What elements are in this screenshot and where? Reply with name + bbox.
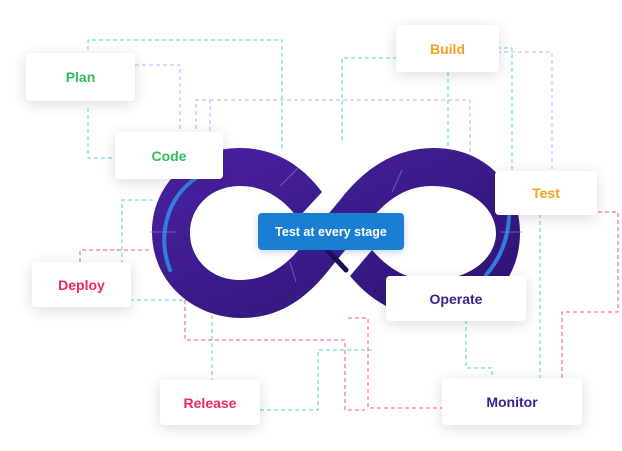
connector-code-bridge [195, 99, 211, 150]
connector-build-test [497, 51, 553, 172]
connector-release-right [260, 349, 375, 411]
stage-label-monitor: Monitor [486, 393, 538, 410]
connector-deploy-top [79, 249, 152, 262]
connector-plan-right [135, 64, 181, 145]
stage-label-code: Code [151, 147, 187, 164]
connector-operate-monitor [465, 320, 493, 378]
center-test-chip[interactable]: Test at every stage [258, 213, 404, 250]
stage-label-build: Build [430, 40, 465, 57]
stage-card-deploy[interactable]: Deploy [32, 262, 131, 307]
stage-card-test[interactable]: Test [495, 171, 597, 215]
stage-label-plan: Plan [65, 69, 96, 85]
connector-release-operate [348, 317, 442, 409]
loop-divider-3 [289, 261, 297, 283]
stage-label-release: Release [183, 394, 237, 411]
stage-card-monitor[interactable]: Monitor [442, 378, 582, 425]
stage-card-code[interactable]: Code [115, 132, 223, 179]
center-test-label: Test at every stage [275, 224, 387, 239]
stage-label-operate: Operate [429, 290, 483, 307]
loop-highlight-left [162, 176, 198, 272]
loop-divider-2 [391, 169, 403, 193]
connector-plan-code [87, 108, 115, 159]
connector-deploy-release [184, 300, 365, 411]
stage-card-release[interactable]: Release [160, 380, 260, 425]
stage-card-plan[interactable]: Plan [26, 53, 135, 101]
stage-label-test: Test [532, 185, 560, 201]
connector-test-right [561, 211, 619, 380]
connector-build-right [497, 47, 513, 172]
connector-deploy-left [121, 199, 155, 285]
stage-card-build[interactable]: Build [396, 25, 499, 72]
connector-plan-top [87, 39, 283, 150]
connector-build-loop [210, 99, 471, 160]
stage-card-operate[interactable]: Operate [386, 276, 526, 321]
stage-label-deploy: Deploy [58, 276, 105, 293]
loop-divider-1 [279, 167, 299, 187]
